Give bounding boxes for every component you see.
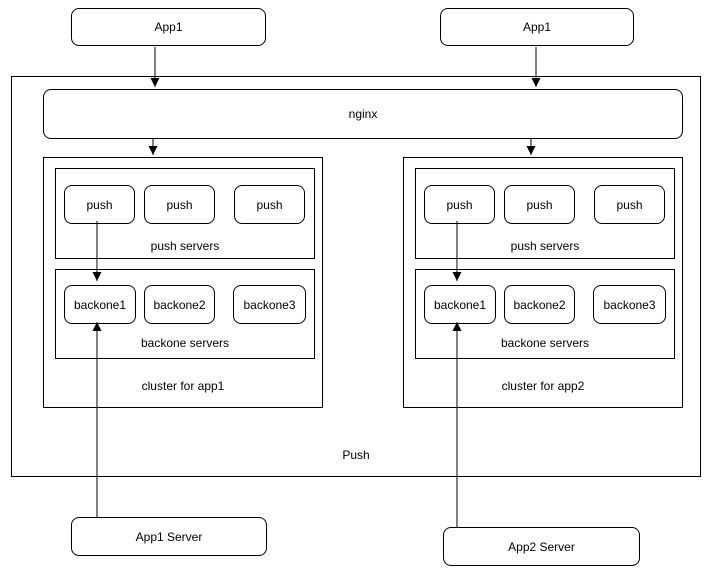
cluster-app1-push-node-2[interactable]: push <box>144 185 215 224</box>
push-node-label: push <box>256 197 283 212</box>
node-app1-server[interactable]: App1 Server <box>71 517 267 556</box>
cluster-app2-backone-servers-label: backone servers <box>500 336 590 350</box>
backone-node-label: backone1 <box>73 297 127 312</box>
cluster-app1-push-node-3[interactable]: push <box>234 185 305 224</box>
push-node-label: push <box>446 197 473 212</box>
backone-node-label: backone2 <box>153 297 206 312</box>
cluster-app2-push-servers-label: push servers <box>510 239 580 253</box>
container-push-label: Push <box>342 448 370 462</box>
cluster-app2-backone-servers-group[interactable]: backone1 backone2 backone3 backone serve… <box>415 269 675 359</box>
node-nginx-label: nginx <box>348 107 378 121</box>
node-app1-server-label: App1 Server <box>135 529 203 544</box>
cluster-app2[interactable]: cluster for app2 push push push push ser… <box>403 157 683 408</box>
cluster-app1-backone1-node[interactable]: backone1 <box>64 285 136 324</box>
cluster-app2-push-servers-group[interactable]: push push push push servers <box>415 168 675 259</box>
cluster-app2-push-node-3[interactable]: push <box>594 185 665 224</box>
backone-node-label: backone1 <box>433 297 487 312</box>
cluster-app1-push-servers-group[interactable]: push push push push servers <box>55 168 315 259</box>
cluster-app2-push-node-2[interactable]: push <box>504 185 575 224</box>
backone-node-label: backone3 <box>243 297 296 312</box>
push-node-label: push <box>616 197 643 212</box>
container-push[interactable]: Push nginx cluster for app1 push push pu… <box>11 76 701 477</box>
node-app1-left-label: App1 <box>154 20 183 34</box>
cluster-app2-push-node-1[interactable]: push <box>424 185 495 224</box>
node-app1-right-label: App1 <box>522 20 552 34</box>
cluster-app1-push-node-1[interactable]: push <box>64 185 135 224</box>
push-node-label: push <box>166 197 193 212</box>
cluster-app2-backone2-node[interactable]: backone2 <box>504 285 575 324</box>
push-node-label: push <box>526 197 553 212</box>
backone-node-label: backone2 <box>513 297 566 312</box>
cluster-app2-backone3-node[interactable]: backone3 <box>593 285 666 324</box>
node-app2-server-label: App2 Server <box>508 539 575 554</box>
cluster-app2-backone1-node[interactable]: backone1 <box>424 285 496 324</box>
node-app2-server[interactable]: App2 Server <box>443 527 640 566</box>
cluster-app1-backone-servers-group[interactable]: backone1 backone2 backone3 backone serve… <box>55 269 315 359</box>
cluster-app1-push-servers-label: push servers <box>150 239 220 253</box>
backone-node-label: backone3 <box>603 297 656 312</box>
cluster-app1-label: cluster for app1 <box>141 379 225 393</box>
cluster-app1-backone3-node[interactable]: backone3 <box>233 285 306 324</box>
cluster-app2-label: cluster for app2 <box>501 379 585 393</box>
push-node-label: push <box>86 197 113 212</box>
cluster-app1-backone2-node[interactable]: backone2 <box>144 285 215 324</box>
cluster-app1-backone-servers-label: backone servers <box>140 336 230 350</box>
node-app1-left[interactable]: App1 <box>71 8 266 46</box>
node-nginx[interactable]: nginx <box>43 89 683 139</box>
cluster-app1[interactable]: cluster for app1 push push push push ser… <box>43 157 323 408</box>
node-app1-right[interactable]: App1 <box>440 8 634 46</box>
